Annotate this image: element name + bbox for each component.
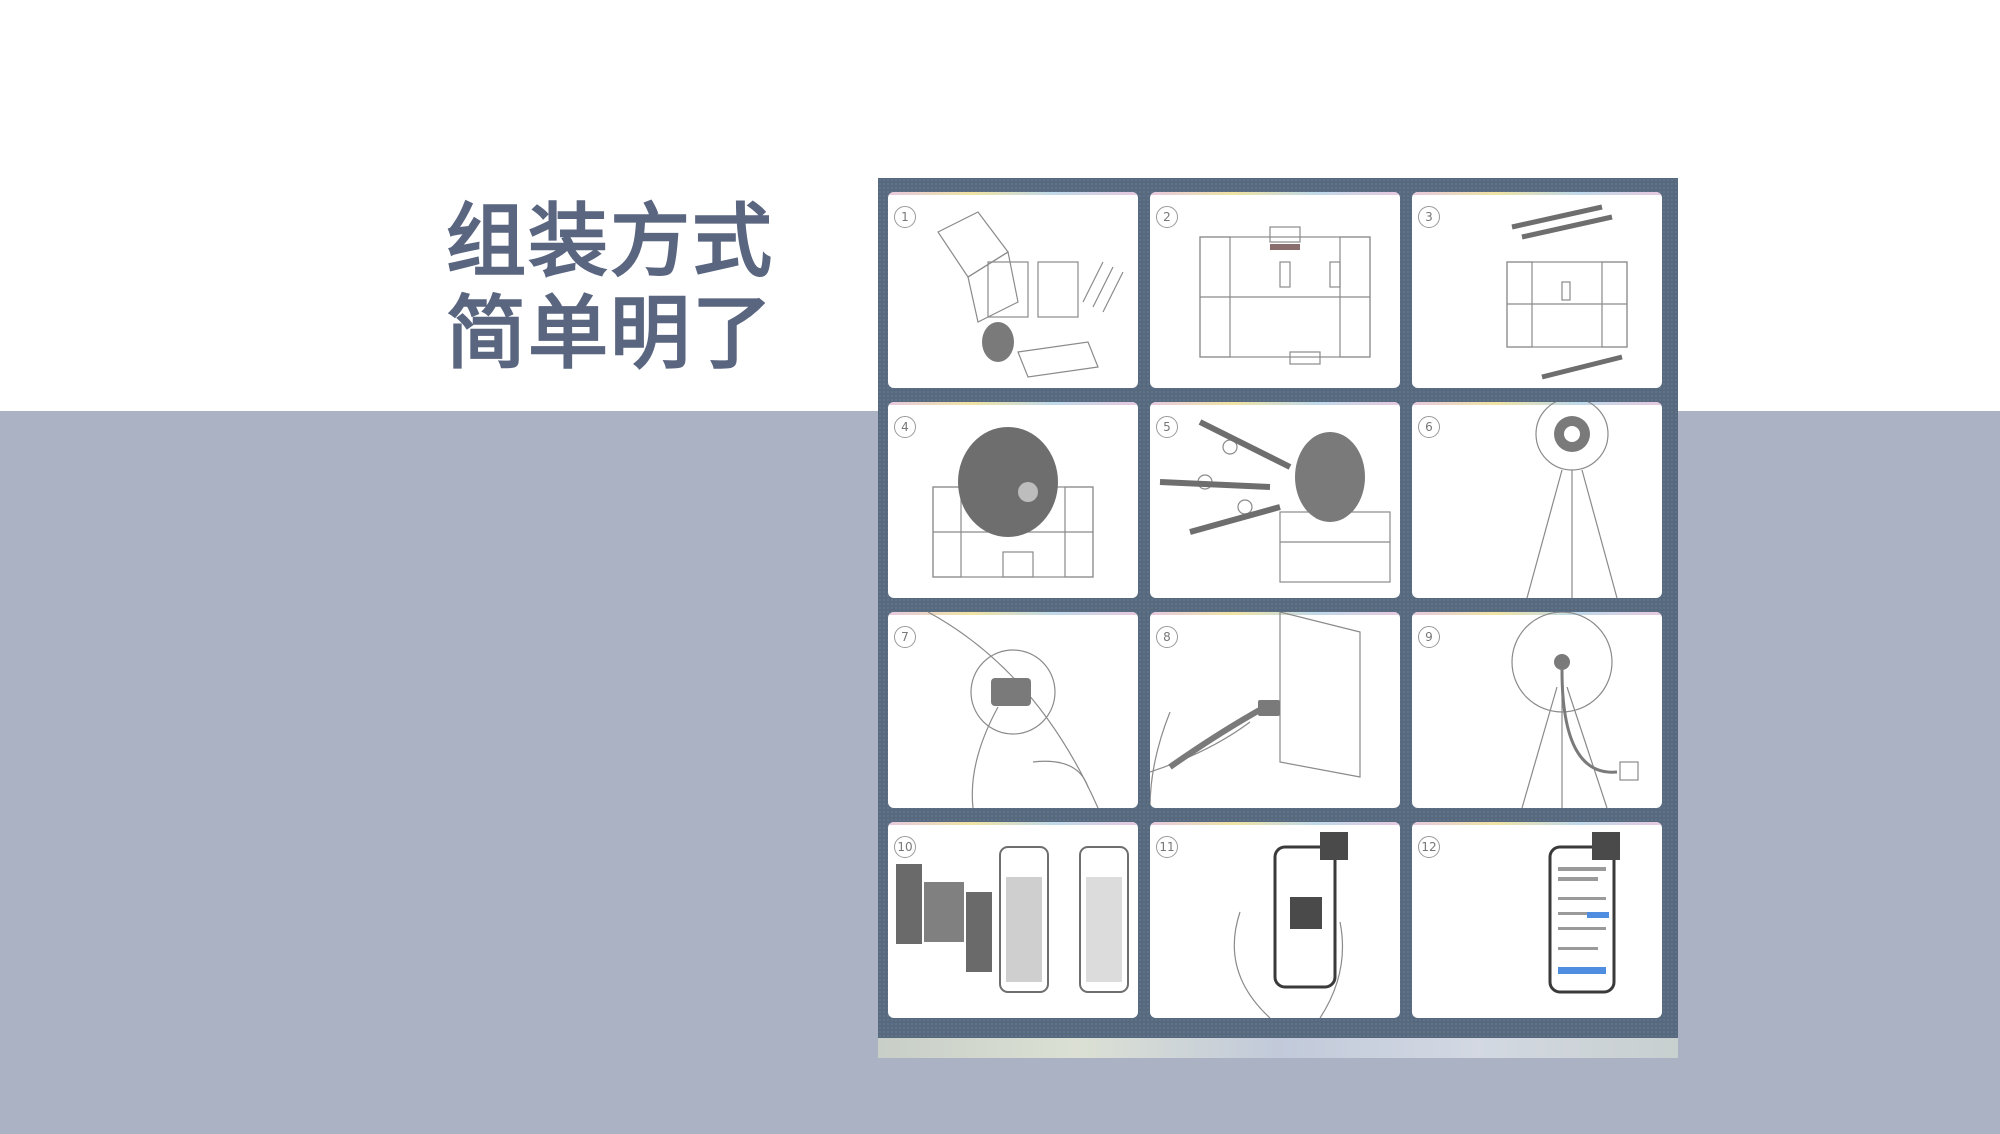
rod-placement-illustration — [1506, 204, 1628, 380]
step-number: 11 — [1156, 836, 1178, 858]
step-panel-5: 5 — [1150, 402, 1400, 598]
step-number: 10 — [894, 836, 916, 858]
step-panel-6: 6 — [1412, 402, 1662, 598]
step-number: 5 — [1156, 416, 1178, 438]
guide-reflection — [878, 1038, 1678, 1058]
step-number: 4 — [894, 416, 916, 438]
speaker-seating-illustration — [932, 427, 1094, 578]
connected-speaker-illustration — [1511, 612, 1639, 808]
step-panel-7: 7 — [888, 612, 1138, 808]
headline-line-1: 组装方式 — [446, 195, 774, 288]
qr-scan-illustration — [1233, 832, 1348, 1018]
headline-line-2: 简单明了 — [446, 287, 774, 380]
step-number: 6 — [1418, 416, 1440, 438]
step-panel-3: 3 — [1412, 192, 1662, 388]
step-number: 9 — [1418, 626, 1440, 648]
step-panel-4: 4 — [888, 402, 1138, 598]
step-panel-11: 11 — [1150, 822, 1400, 1018]
step-number: 1 — [894, 206, 916, 228]
step-number: 2 — [1156, 206, 1178, 228]
step-panel-12: 12 — [1412, 822, 1662, 1018]
app-setup-illustration — [896, 846, 1129, 993]
unboxing-illustration — [937, 211, 1124, 378]
step-number: 3 — [1418, 206, 1440, 228]
foam-assembly-illustration — [1199, 226, 1371, 365]
step-panel-10: 10 — [888, 822, 1138, 1018]
tripod-speaker-illustration — [1526, 402, 1618, 598]
leg-attachment-illustration — [1159, 419, 1391, 583]
step-number: 12 — [1418, 836, 1440, 858]
step-panel-9: 9 — [1412, 612, 1662, 808]
step-panel-2: 2 — [1150, 192, 1400, 388]
registration-form-illustration — [1548, 832, 1620, 994]
step-number: 7 — [894, 626, 916, 648]
headline: 组装方式 简单明了 — [446, 196, 786, 380]
power-plug-illustration — [927, 612, 1099, 808]
step-number: 8 — [1156, 626, 1178, 648]
step-panel-8: 8 — [1150, 612, 1400, 808]
step-panel-1: 1 — [888, 192, 1138, 388]
wall-outlet-illustration — [1150, 612, 1361, 808]
